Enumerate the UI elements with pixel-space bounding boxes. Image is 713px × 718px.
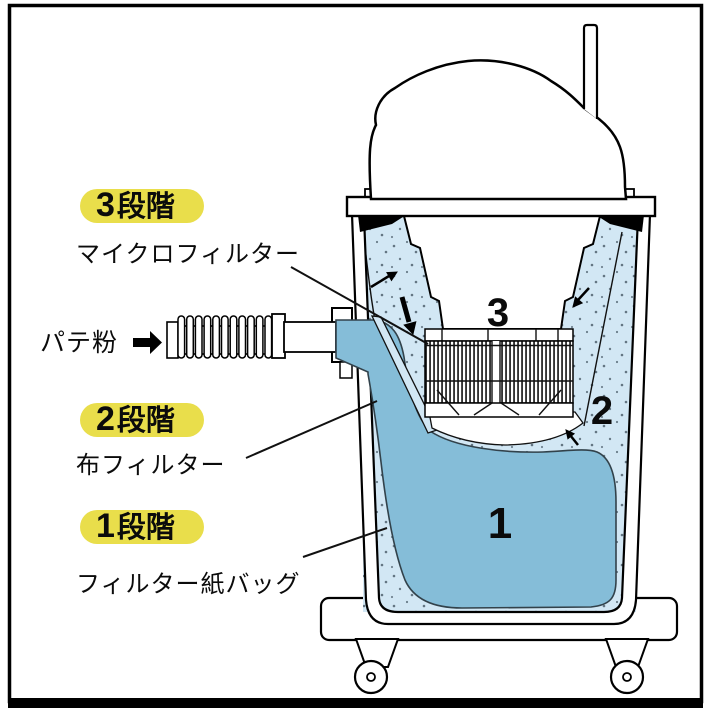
stage-3-label-group: 3段階 マイクロフィルター: [76, 186, 300, 268]
hose-ribs: [177, 315, 273, 359]
tank-walls: [350, 212, 652, 626]
airflow-arrowhead-down-left: [572, 296, 584, 308]
stage-2-badge-text: 2段階: [96, 400, 175, 438]
inlet-hose-assembly: [166, 307, 353, 379]
airflow-arrowhead-up-left: [565, 429, 576, 440]
caster-hub-right: [622, 672, 632, 682]
inlet-label-group: パテ粉: [40, 329, 162, 357]
frame-bottom-bar: [8, 698, 703, 708]
micro-filter-block: [424, 328, 574, 418]
stage-1-name: フィルター紙バッグ: [76, 571, 301, 598]
stage-3-badge-text: 3段階: [96, 186, 175, 224]
airflow-arrow-down-left: [577, 287, 590, 301]
stage-2-label-group: 2段階 布フィルター: [76, 400, 226, 479]
micro-filter-bottom-band: [424, 402, 574, 418]
airflow-arrow-up-right: [370, 274, 390, 289]
funnel-floor-band: [428, 411, 584, 446]
stage-1-label-group: 1段階 フィルター紙バッグ: [76, 507, 301, 598]
leader-line-cloth-filter: [245, 400, 378, 459]
leader-line-micro-filter: [290, 266, 429, 345]
caster-fork-left: [354, 638, 400, 668]
stage-3-name: マイクロフィルター: [76, 241, 300, 268]
stage-1-badge: [80, 510, 204, 544]
zone-number-2: 2: [591, 389, 613, 433]
hose-collar: [271, 313, 286, 359]
airflow-arrow-up-left: [569, 434, 579, 446]
zone-number-3: 3: [487, 291, 509, 335]
airflow-arrowhead-up-right: [386, 271, 398, 282]
handle-rod: [582, 23, 599, 119]
inlet-arrow-icon: [133, 331, 162, 354]
micro-filter-center-divider: [492, 341, 500, 403]
zone-number-1: 1: [488, 499, 512, 548]
lid-seal-right: [596, 215, 644, 232]
airflow-arrowhead-down-bold: [403, 321, 417, 336]
hose-nozzle-tube: [283, 321, 337, 353]
airflow-arrows: [370, 271, 590, 446]
stage-2-name: 布フィルター: [76, 452, 226, 479]
stage-3-badge: [80, 189, 204, 223]
motor-head: [345, 23, 657, 232]
airflow-arrow-down-bold: [399, 296, 412, 323]
stage-1-badge-text: 1段階: [96, 507, 175, 545]
motor-dome: [368, 59, 628, 201]
lid-seal-left: [358, 215, 406, 232]
cloth-filter-right-edge: [583, 231, 623, 427]
stage-2-badge: [80, 403, 204, 437]
inlet-label: パテ粉: [40, 329, 118, 357]
leader-line-paper-bag: [302, 527, 388, 558]
hose-end-cap: [166, 321, 179, 359]
caster-hub-left: [366, 672, 376, 682]
